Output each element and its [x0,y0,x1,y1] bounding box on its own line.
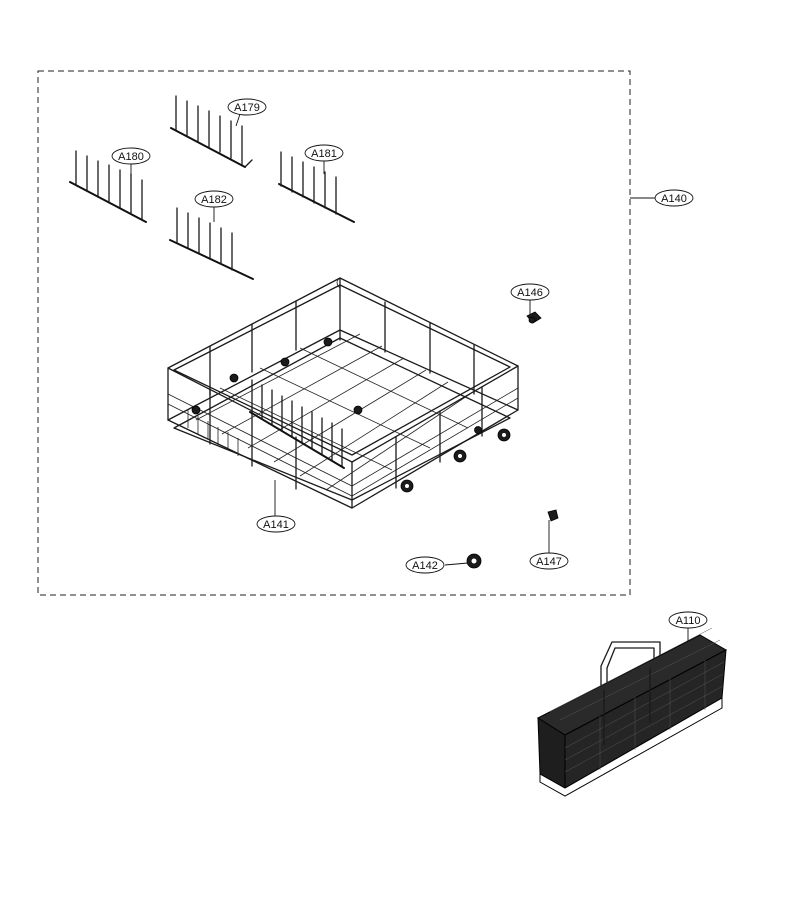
callout-a141: A141 [256,515,296,533]
svg-text:A181: A181 [311,148,337,160]
svg-text:A182: A182 [201,194,227,206]
tine-row-a181 [278,151,355,223]
tine-row-a180 [69,150,147,223]
callout-a180: A180 [111,147,151,165]
svg-text:A141: A141 [263,519,289,531]
svg-text:A140: A140 [661,193,687,205]
svg-text:A142: A142 [412,560,438,572]
svg-text:A146: A146 [517,287,543,299]
callout-a182: A182 [194,190,234,208]
stopper-part-a147 [547,509,559,522]
svg-text:A180: A180 [118,151,144,163]
svg-text:A110: A110 [676,615,701,627]
svg-text:A179: A179 [234,102,260,114]
callout-a142: A142 [405,556,445,574]
callout-a146: A146 [510,283,550,301]
assembly-boundary [37,70,631,596]
lower-rack-a141 [167,277,519,509]
tine-row-a179 [170,95,253,168]
callout-a147: A147 [529,552,569,570]
callout-a140: A140 [654,189,694,207]
svg-text:A147: A147 [536,556,562,568]
callout-a179: A179 [227,98,267,116]
leader-lines [130,113,689,642]
callout-a110: A110 [668,611,708,629]
callout-a181: A181 [304,144,344,162]
silverware-basket-a110 [536,627,728,797]
clip-part-a146 [526,311,542,324]
tine-row-a182 [169,207,254,280]
wheel-part-a142 [466,553,482,569]
